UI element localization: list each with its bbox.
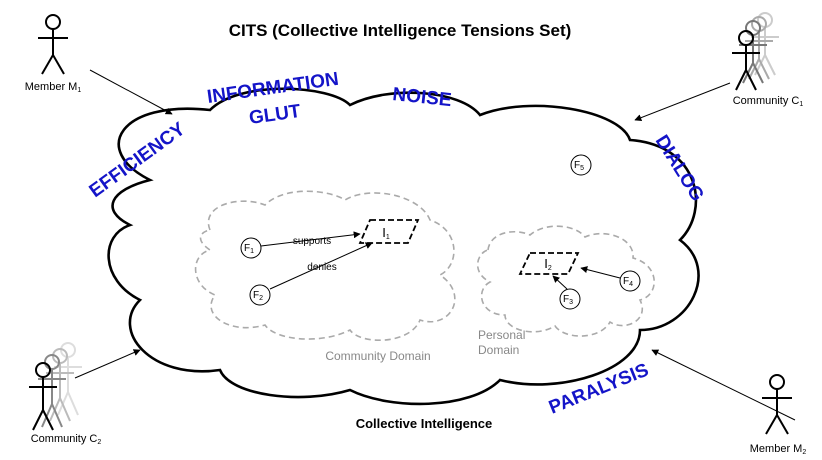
svg-text:F5: F5 [574, 160, 584, 172]
community-domain-label: Community Domain [325, 349, 430, 363]
tension-information: INFORMATION [206, 69, 340, 108]
arrow-c2 [74, 349, 141, 379]
tension-dialog: DIALOG [651, 132, 708, 206]
svg-text:I1: I1 [382, 225, 390, 241]
community-c1-label: Community C1 [733, 95, 804, 108]
member-m1-figure [38, 14, 68, 75]
edge-f1-i1 [260, 231, 361, 247]
edge-f2-i1 [269, 242, 373, 290]
community-c2-figure [29, 342, 82, 431]
tension-efficiency: EFFICIENCY [86, 118, 190, 202]
community-c1-figure [732, 12, 779, 91]
svg-text:I2: I2 [544, 256, 552, 272]
personal-domain-label-1: Personal [478, 328, 525, 342]
collective-intelligence-cloud [107, 87, 700, 406]
node-f4: F4 [619, 270, 641, 292]
arrow-c1 [634, 82, 731, 121]
tension-noise: NOISE [391, 84, 452, 111]
edge-label-denies: denies [307, 262, 336, 273]
svg-text:F2: F2 [253, 290, 263, 302]
node-f1: F1 [240, 237, 262, 259]
community-c2-label: Community C2 [31, 433, 102, 446]
diagram-title: CITS (Collective Intelligence Tensions S… [229, 21, 572, 40]
collective-intelligence-label: Collective Intelligence [356, 416, 493, 431]
tension-paralysis: PARALYSIS [546, 360, 652, 419]
edge-f4-i2 [580, 266, 621, 279]
arrow-m1 [89, 69, 173, 115]
svg-text:F1: F1 [244, 243, 254, 255]
svg-text:F4: F4 [623, 276, 633, 288]
node-f3: F3 [559, 288, 581, 310]
edge-label-supports: supports [293, 236, 331, 247]
issue-i1: I1 [358, 219, 420, 244]
personal-domain-label-2: Domain [478, 343, 519, 357]
arrow-m2 [651, 349, 796, 421]
member-m2-figure [762, 374, 792, 435]
svg-text:F3: F3 [563, 294, 573, 306]
member-m2-label: Member M2 [750, 443, 807, 456]
issue-i2: I2 [518, 252, 580, 275]
community-domain-cloud [194, 190, 456, 341]
tension-glut: GLUT [248, 101, 303, 129]
edge-f3-i2 [552, 275, 568, 290]
node-f2: F2 [249, 284, 271, 306]
member-m1-label: Member M1 [25, 81, 82, 94]
node-f5: F5 [570, 154, 592, 176]
